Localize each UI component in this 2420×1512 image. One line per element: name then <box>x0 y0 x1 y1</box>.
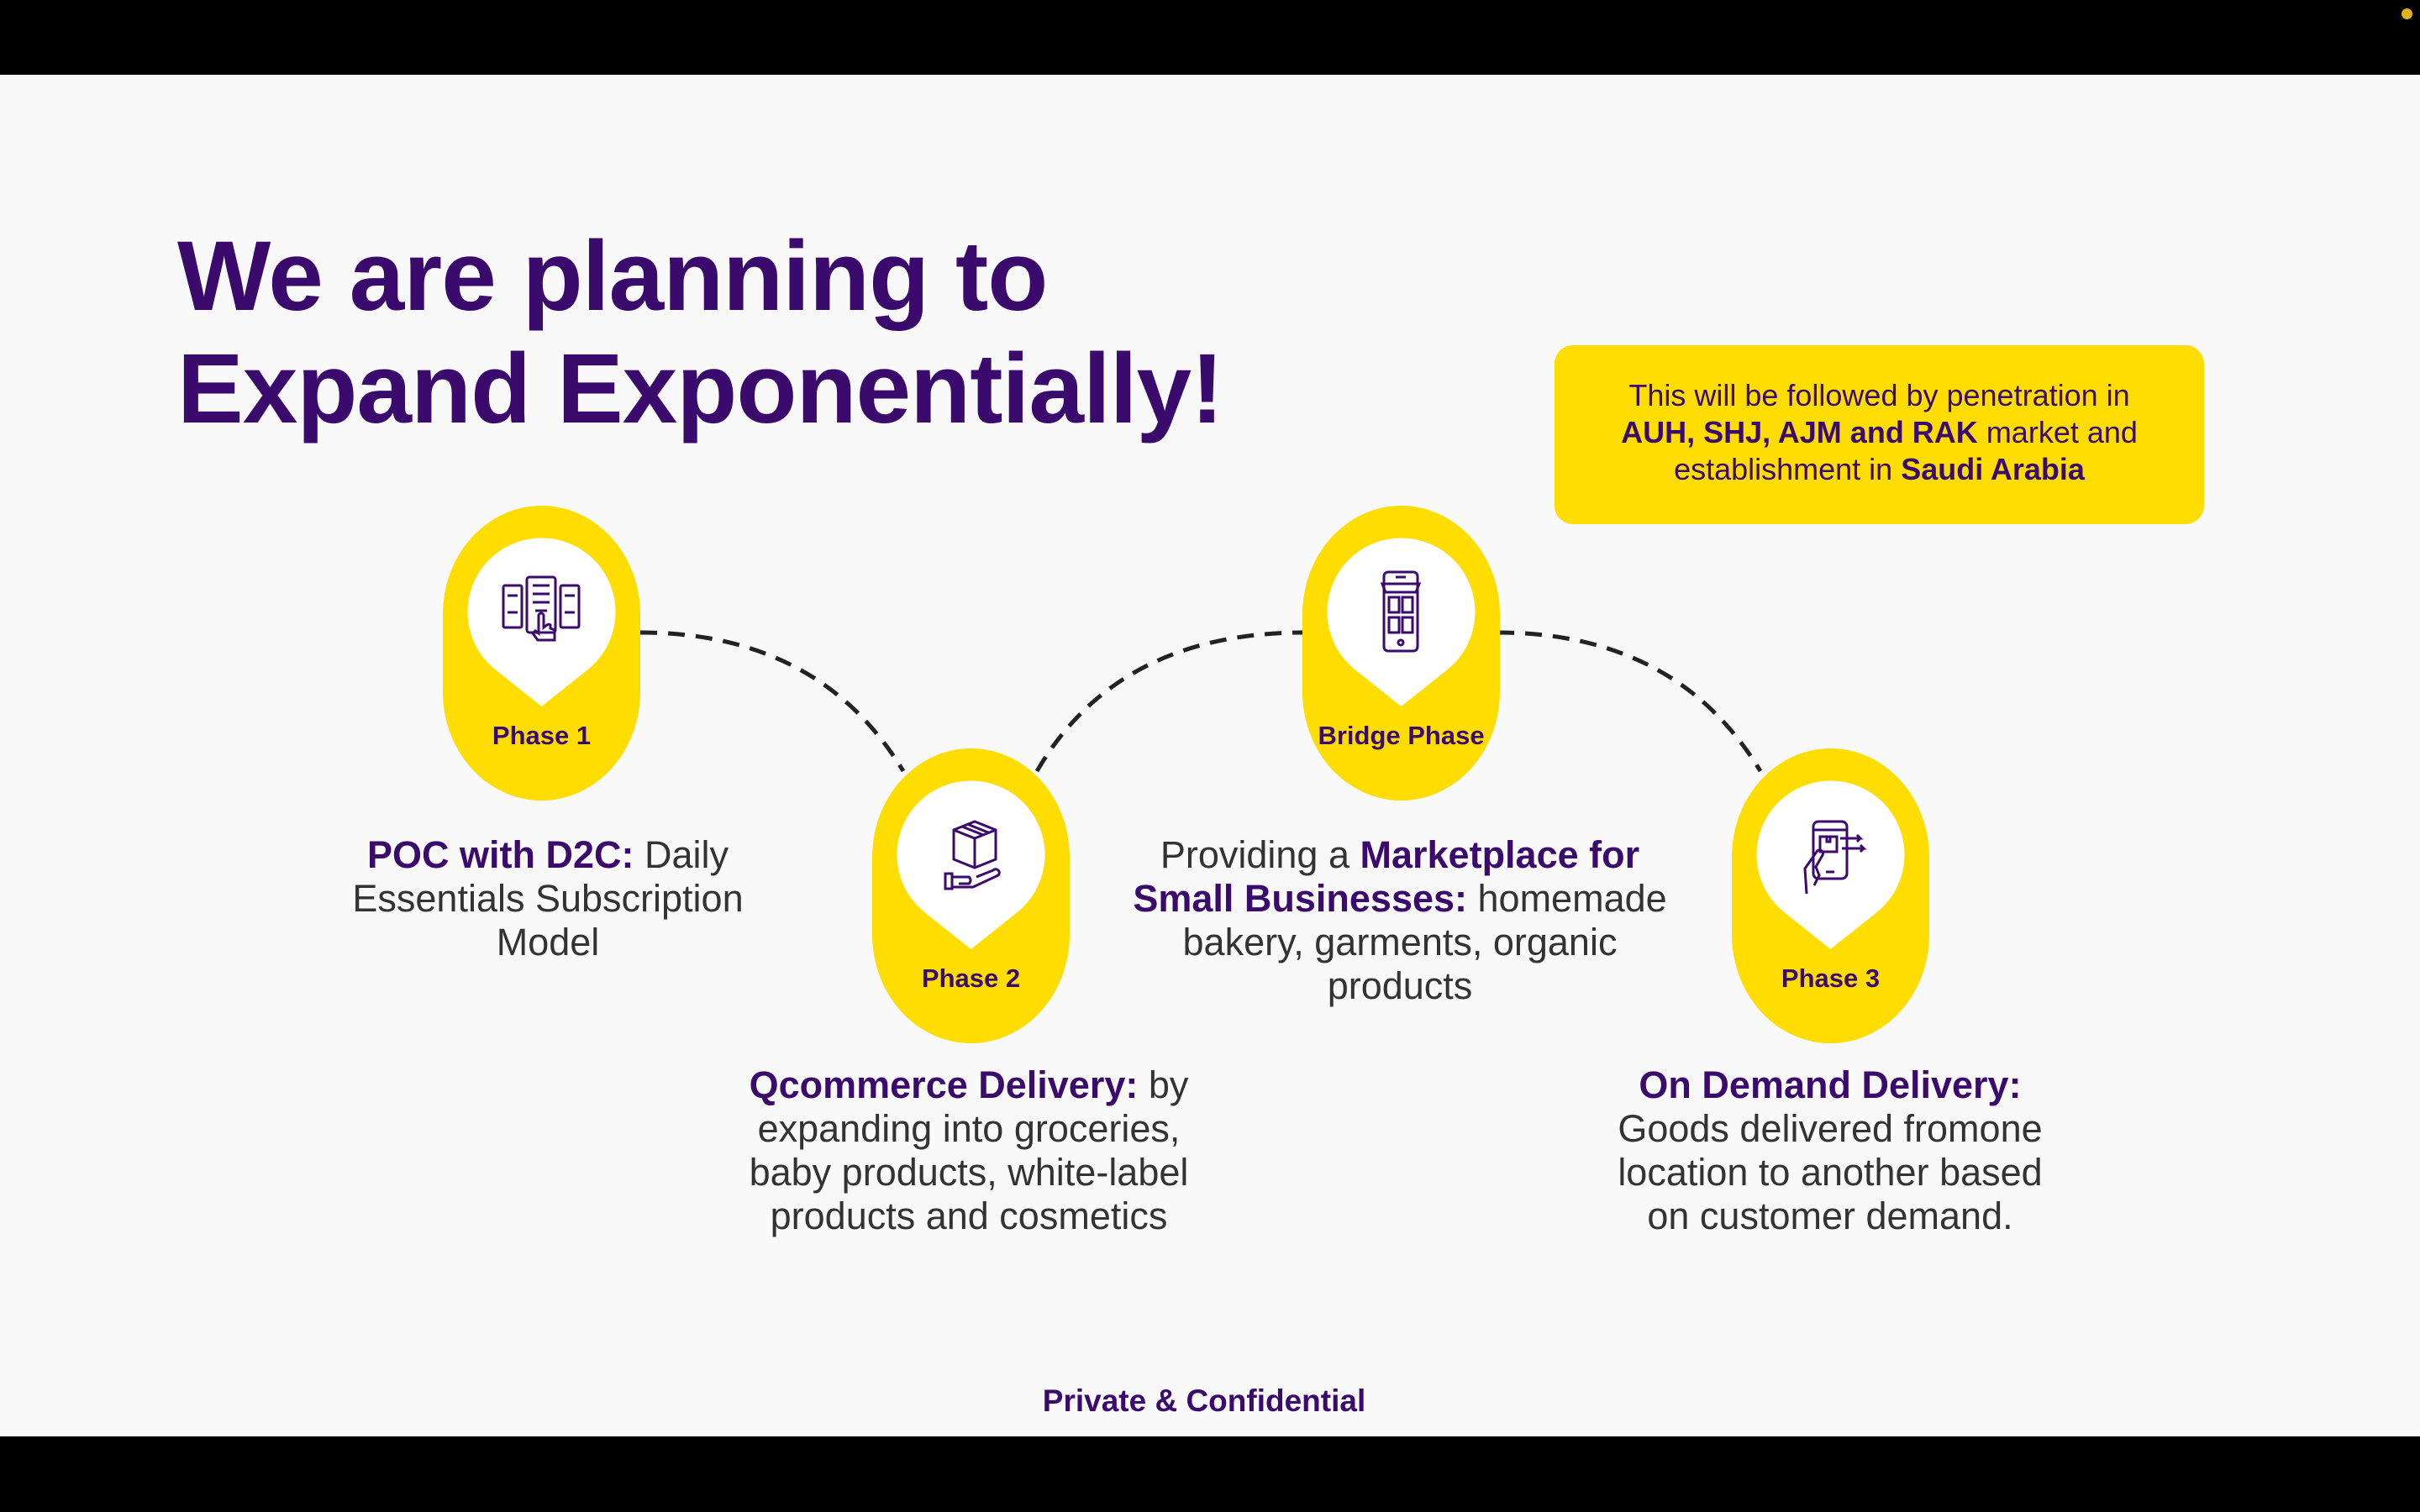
callout-line-3: establishment in Saudi Arabia <box>1555 451 2204 488</box>
desc-text: bakery, garments, organic <box>1182 921 1618 963</box>
bridge-phase-description: Providing a Marketplace for Small Busine… <box>1064 833 1736 1008</box>
phase-3-pin: Phase 3 <box>1732 748 1929 1043</box>
recording-indicator-dot <box>2402 8 2412 19</box>
callout-text: market and <box>1977 415 2138 449</box>
connector-bridge-phase3 <box>1497 630 1763 773</box>
desc-highlight: Marketplace for <box>1360 833 1640 876</box>
phase-1-pin: Phase 1 <box>443 506 640 801</box>
phase-3-description: On Demand Delivery: Goods delivered from… <box>1511 1063 2149 1238</box>
package-in-hand-icon <box>944 820 1001 890</box>
confidentiality-footer: Private & Confidential <box>1042 1383 1366 1418</box>
phone-delivery-icon <box>1803 820 1867 895</box>
desc-highlight: Small Businesses: <box>1133 877 1468 920</box>
location-pin-shape <box>467 538 616 706</box>
bridge-phase-pin: Bridge Phase <box>1302 506 1500 801</box>
desc-highlight: POC with D2C: <box>366 833 634 876</box>
desc-text: Model <box>496 921 600 963</box>
desc-text: Goods delivered fromone <box>1618 1107 2043 1150</box>
phase-label: Phase 3 <box>1781 963 1881 993</box>
expansion-callout-box: This will be followed by penetration in … <box>1555 345 2204 524</box>
callout-markets: AUH, SHJ, AJM and RAK <box>1621 415 1978 449</box>
desc-text: expanding into groceries, <box>757 1107 1181 1150</box>
phase-label: Bridge Phase <box>1318 721 1485 750</box>
mobile-storefront-icon <box>1380 570 1422 653</box>
phase-label: Phase 2 <box>921 963 1021 993</box>
desc-text: products <box>1327 964 1473 1007</box>
phase-1-description: POC with D2C: Daily Essentials Subscript… <box>296 833 800 964</box>
desc-text: baby products, white-label <box>749 1151 1189 1194</box>
desc-text: on customer demand. <box>1647 1194 2013 1237</box>
callout-line-1: This will be followed by penetration in <box>1628 378 2130 412</box>
desc-text: by <box>1138 1063 1189 1106</box>
phase-2-description: Qcommerce Delivery: by expanding into gr… <box>650 1063 1288 1238</box>
phase-2-pin: Phase 2 <box>872 748 1070 1043</box>
desc-text: products and cosmetics <box>770 1194 1168 1237</box>
desc-text: homemade <box>1467 877 1667 920</box>
connector-phase1-phase2 <box>639 630 906 773</box>
desc-highlight: On Demand Delivery: <box>1639 1063 2022 1106</box>
connector-phase2-bridge <box>1034 630 1305 773</box>
desc-text: Essentials Subscription <box>352 877 744 920</box>
touch-screen-menu-icon <box>502 575 581 642</box>
top-letterbox-bar <box>0 0 2420 75</box>
callout-country: Saudi Arabia <box>1901 452 2085 486</box>
page-title: We are planning to Expand Exponentially! <box>177 220 1223 445</box>
title-line-1: We are planning to <box>177 221 1048 332</box>
title-line-2: Expand Exponentially! <box>177 333 1223 444</box>
phase-label: Phase 1 <box>492 721 592 750</box>
desc-text: location to another based <box>1618 1151 2043 1194</box>
location-pin-shape <box>1756 780 1905 949</box>
desc-text: Providing a <box>1160 833 1360 876</box>
desc-text: Daily <box>634 833 729 876</box>
bottom-letterbox-bar <box>0 1436 2420 1512</box>
callout-line-2: AUH, SHJ, AJM and RAK market and <box>1555 414 2204 451</box>
desc-highlight: Qcommerce Delivery: <box>749 1063 1139 1106</box>
callout-text: establishment in <box>1674 452 1902 486</box>
